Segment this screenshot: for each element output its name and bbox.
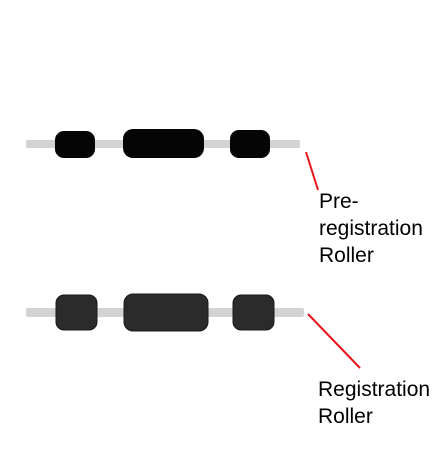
pre-registration-roller-center (123, 129, 204, 158)
registration-roller-right (232, 294, 275, 331)
pre-registration-roller-assembly (26, 129, 319, 191)
registration-roller-label: Registration Roller (318, 378, 431, 428)
pre-registration-roller-label: Pre- registration Roller (319, 190, 423, 267)
registration-roller-assembly (26, 293, 361, 369)
pre-registration-roller-right (230, 130, 270, 158)
registration-roller-left (55, 294, 98, 331)
registration-leader-line (307, 313, 361, 369)
registration-roller-center (123, 293, 209, 332)
pre-registration-leader-line (305, 151, 319, 191)
pre-registration-roller-left (55, 131, 95, 158)
